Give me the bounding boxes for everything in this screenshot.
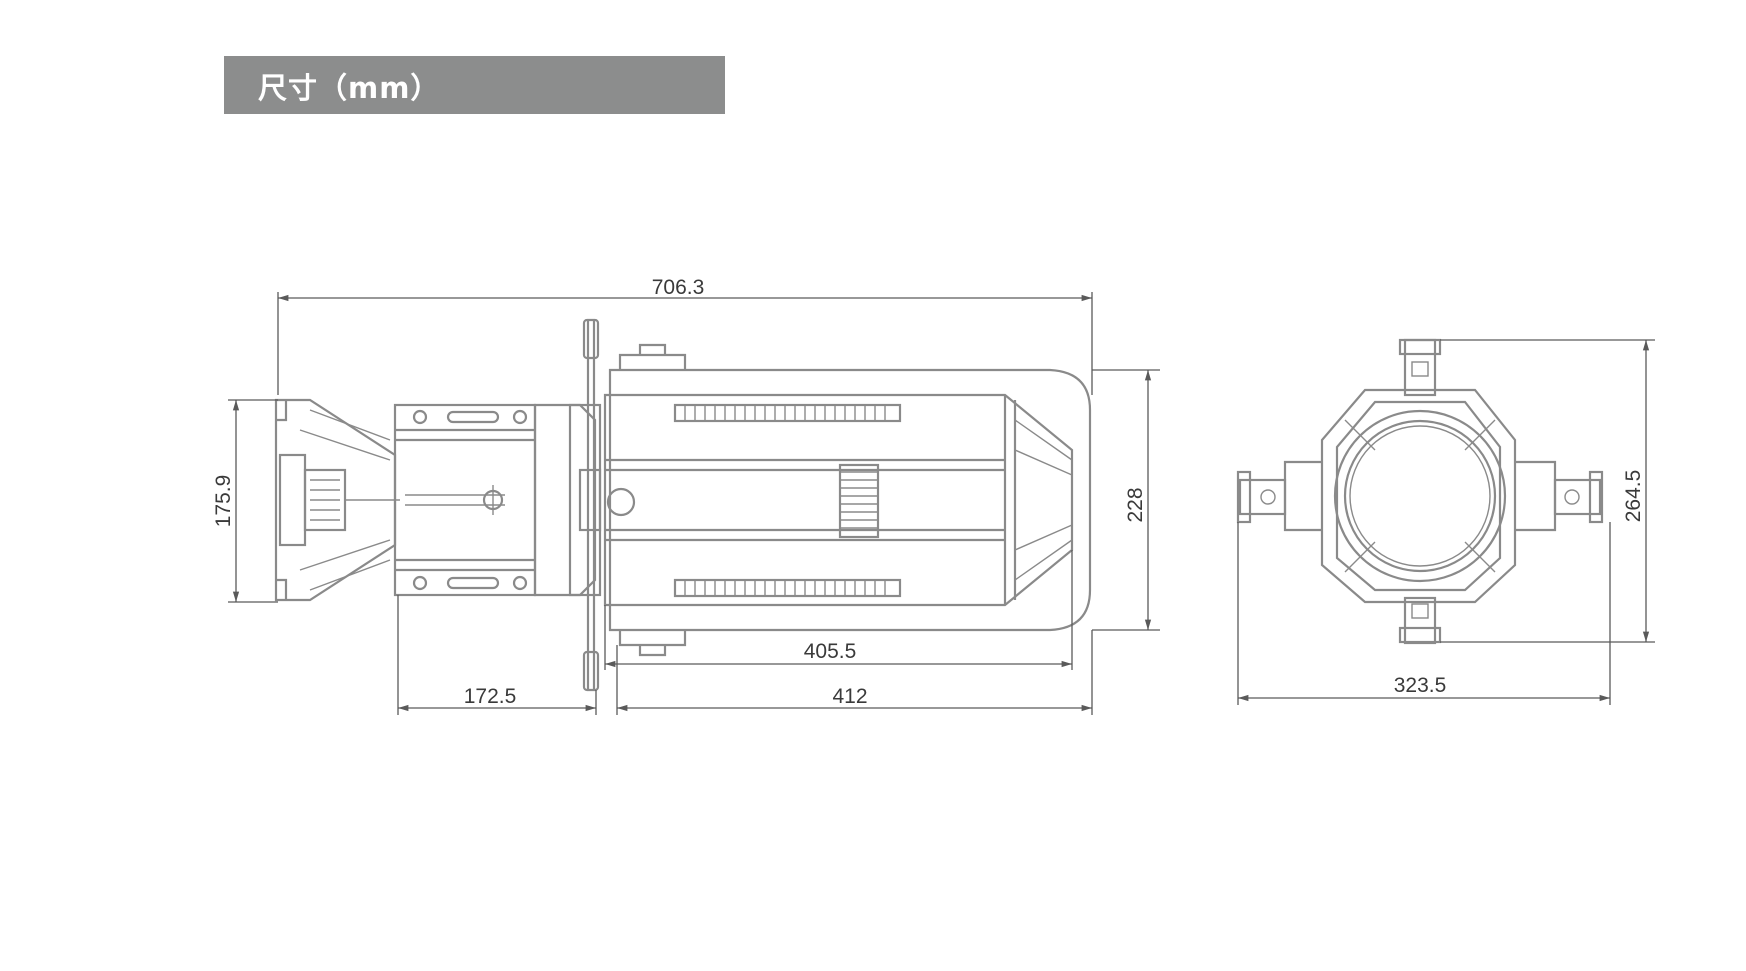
dim-overall-length-label: 706.3 <box>652 276 705 299</box>
dim-front-width-label: 323.5 <box>1394 674 1447 697</box>
lens-tube <box>393 403 537 597</box>
dim-body-height-label: 228 <box>1124 487 1147 522</box>
dim-body-height: 228 <box>1092 369 1160 631</box>
dim-housing-length-label: 405.5 <box>804 640 857 663</box>
dim-overall-length: 706.3 <box>277 276 1093 395</box>
dim-body-length-label: 412 <box>832 685 867 708</box>
dim-lens-length: 172.5 <box>397 595 597 715</box>
dim-height-side: 175.9 <box>212 399 278 603</box>
side-view: 706.3 175.9 228 405.5 172.5 <box>212 276 1160 715</box>
main-housing <box>603 343 1092 657</box>
dim-body-length: 412 <box>616 630 1093 715</box>
section-title: 尺寸（mm） <box>258 71 441 105</box>
shutter-section <box>533 318 602 692</box>
dim-front-width: 323.5 <box>1237 522 1611 705</box>
dim-height-side-label: 175.9 <box>212 475 235 528</box>
dim-lens-length-label: 172.5 <box>464 685 517 708</box>
dim-housing-length: 405.5 <box>604 550 1073 670</box>
dim-front-height-label: 264.5 <box>1622 470 1645 523</box>
front-view: 264.5 323.5 <box>1236 338 1655 705</box>
front-lens-holder <box>274 398 400 602</box>
section-title-bar: 尺寸（mm） <box>224 56 725 114</box>
dim-front-height: 264.5 <box>1440 339 1655 643</box>
